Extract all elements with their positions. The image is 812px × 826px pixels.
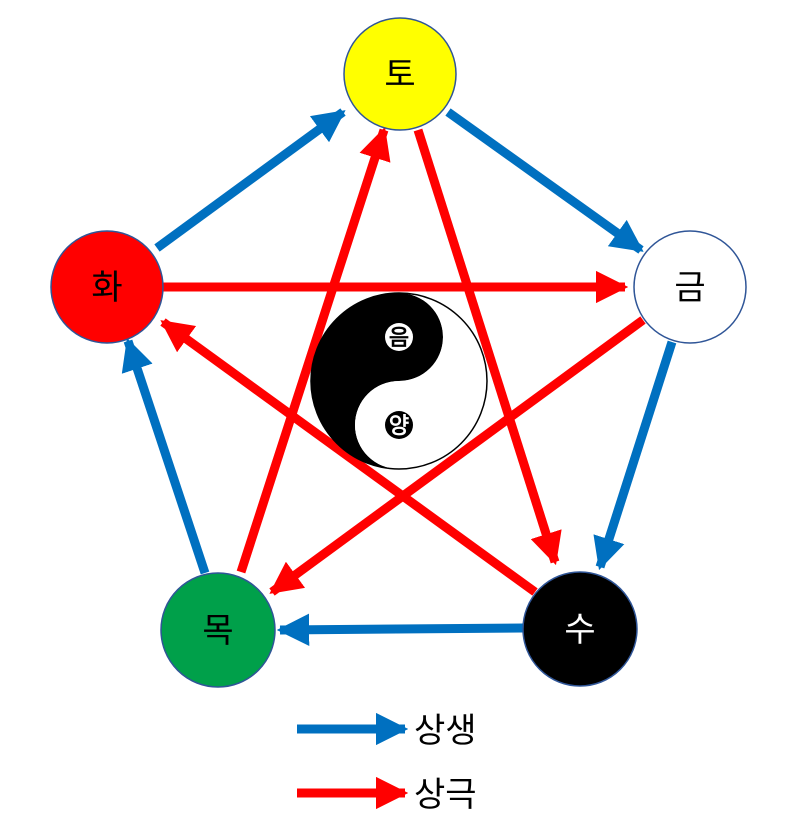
legend-overcoming-label: 상극 xyxy=(414,775,477,815)
yin-label: 음 xyxy=(389,326,409,351)
arrow-metal-to-wood xyxy=(269,316,646,596)
node-fire: 화 xyxy=(50,230,164,344)
arrow-earth-to-water xyxy=(413,128,562,566)
water-circle xyxy=(522,571,638,687)
arrow-metal-to-water xyxy=(593,340,677,571)
arrow-wood-to-earth xyxy=(236,126,391,574)
wood-label: 목 xyxy=(202,611,233,651)
fire-circle xyxy=(50,230,164,344)
legend-item-generating: 상생 xyxy=(297,711,477,751)
overcoming-arrows xyxy=(160,126,646,596)
generating-arrows xyxy=(121,108,677,646)
earth-label: 토 xyxy=(384,55,415,95)
legend-item-overcoming: 상극 xyxy=(297,775,477,815)
arrow-wood-to-fire xyxy=(121,337,210,575)
earth-circle xyxy=(343,17,457,131)
node-earth: 토 xyxy=(343,17,457,131)
wood-circle xyxy=(160,572,276,688)
arrow-fire-to-earth xyxy=(154,108,346,252)
yang-label: 양 xyxy=(389,414,409,439)
node-water: 수 xyxy=(522,571,638,687)
arrow-water-to-wood xyxy=(276,613,524,646)
node-metal: 금 xyxy=(633,230,747,344)
legend-generating-label: 상생 xyxy=(414,711,477,751)
yinyang-symbol: 음 양 xyxy=(310,292,488,470)
water-label: 수 xyxy=(564,610,595,650)
arrow-water-to-fire xyxy=(160,318,538,596)
node-wood: 목 xyxy=(160,572,276,688)
legend: 상생 상극 xyxy=(297,711,477,815)
metal-label: 금 xyxy=(674,268,705,308)
fire-label: 화 xyxy=(91,268,122,308)
metal-circle xyxy=(633,230,747,344)
arrow-earth-to-metal xyxy=(445,108,644,254)
